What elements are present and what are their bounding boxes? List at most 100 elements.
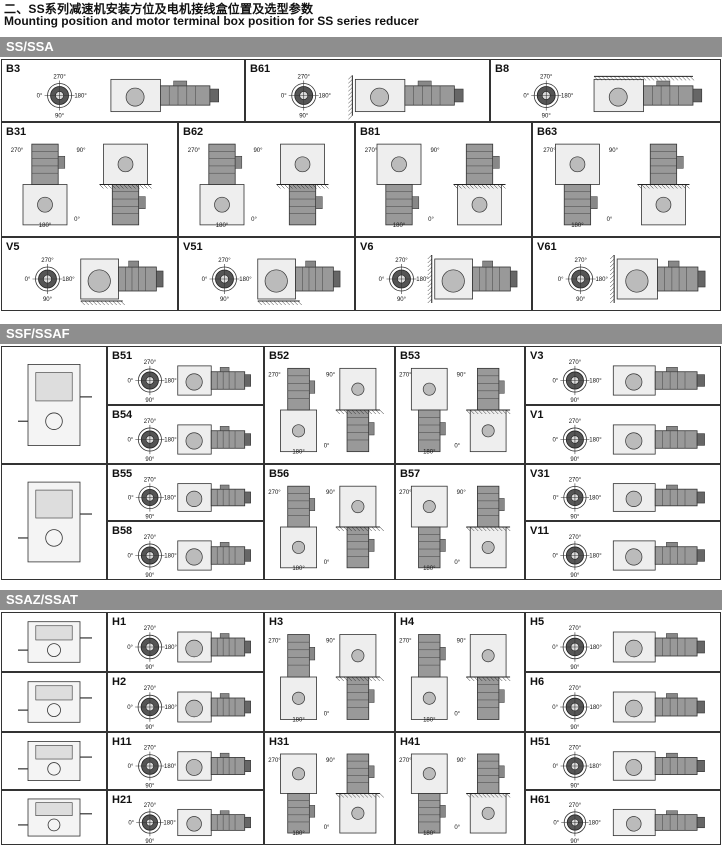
motor-body: [210, 814, 246, 831]
hatch-mark: [348, 87, 353, 92]
housing-top: [35, 489, 73, 519]
terminal-box-angle-labels: 90°270°0°180°: [11, 148, 86, 229]
terminal-box: [368, 538, 375, 552]
ref-drawing-ssaz-4: [1, 790, 107, 845]
motor-body: [346, 409, 370, 453]
degree-label: 180°: [319, 94, 332, 100]
hatch-mark: [135, 184, 140, 189]
degree-label: 270°: [268, 758, 281, 764]
motor-fan-cover: [209, 88, 219, 103]
cell-label: V3: [530, 350, 544, 362]
cell-label: B61: [250, 63, 271, 75]
gear-flange: [625, 548, 643, 566]
terminal-box-angle-labels: 90°270°0°180°: [268, 758, 335, 837]
motor-fan-cover: [244, 759, 251, 772]
gear-flange: [185, 699, 203, 718]
gear-flange: [185, 639, 203, 658]
degree-label: 180°: [589, 554, 602, 560]
terminal-box: [305, 260, 316, 268]
cell-drawing: 90°270°0°180°: [399, 485, 511, 572]
degree-label: 270°: [144, 419, 157, 425]
motor-fan-cover: [696, 759, 705, 772]
motor-body: [295, 266, 334, 292]
terminal-box: [219, 484, 230, 490]
hatch-mark: [609, 282, 615, 288]
degree-label: 180°: [561, 94, 574, 100]
degree-label: 270°: [574, 258, 587, 264]
cell-drawing: 270°0°180°90°: [379, 254, 518, 304]
reducer-drawing: [612, 631, 705, 663]
degree-label: 180°: [589, 764, 602, 770]
degree-label: 90°: [430, 148, 440, 154]
motor-fan-cover: [244, 491, 251, 504]
gear-flange: [292, 540, 306, 554]
degree-label: 90°: [457, 372, 467, 378]
motor-fan-cover: [696, 491, 705, 504]
reducer-drawing: [616, 258, 706, 300]
terminal-box: [417, 80, 432, 87]
degree-label: 90°: [542, 114, 552, 120]
degree-label: 90°: [570, 573, 580, 579]
hatch-mark: [343, 409, 348, 415]
degree-label: 270°: [399, 490, 412, 496]
motor-body: [465, 143, 494, 185]
hatch-mark: [347, 793, 352, 798]
hatch-mark: [457, 184, 462, 189]
degree-label: 90°: [253, 148, 263, 154]
gear-flange: [481, 806, 495, 820]
gear-flange: [125, 87, 145, 107]
reducer-drawing: [177, 365, 251, 396]
mounting-surface: [335, 793, 384, 798]
motor-fan-cover: [697, 270, 706, 288]
motor-body: [477, 676, 500, 720]
hatch-mark: [490, 409, 495, 415]
degree-label: 270°: [569, 803, 582, 809]
hatch-mark: [88, 300, 93, 306]
motor-body: [346, 526, 370, 569]
hatch-mark: [112, 300, 117, 306]
reducer-drawing: [612, 540, 705, 571]
degree-label: 270°: [188, 148, 201, 154]
reducer-drawing: [177, 631, 251, 663]
cell-drawing: 270°0°180°90°: [552, 686, 705, 731]
hatch-mark: [427, 290, 432, 296]
degree-label: 90°: [326, 490, 336, 496]
reducer-vertical-drawing: [410, 367, 448, 453]
cell-label: V31: [530, 468, 550, 480]
cell-label: V61: [537, 241, 557, 253]
degree-label: 90°: [55, 114, 65, 120]
degree-label: 90°: [76, 148, 86, 154]
motor-body: [418, 634, 441, 678]
hatch-mark: [497, 184, 502, 189]
hatch-mark: [629, 76, 635, 81]
motor-fan-cover: [692, 88, 703, 103]
reducer-drawing: [612, 424, 705, 455]
degree-label: 0°: [523, 94, 529, 100]
terminal-box-dial: 270°0°180°90°: [553, 803, 601, 844]
hatch-mark: [653, 76, 659, 81]
degree-label: 90°: [457, 639, 467, 645]
reducer-vertical-drawing: [469, 485, 507, 569]
degree-label: 0°: [127, 705, 133, 711]
degree-label: 270°: [11, 148, 24, 154]
hatch-mark: [355, 793, 360, 798]
degree-label: 0°: [251, 217, 257, 223]
motor-fan-cover: [156, 270, 164, 288]
hatch-mark: [609, 254, 615, 260]
mounting-surface: [257, 300, 302, 306]
cell-label: H5: [530, 616, 545, 628]
hatch-mark: [300, 184, 305, 189]
reducer-vertical-drawing: [410, 634, 448, 720]
hatch-mark: [506, 676, 511, 682]
motor-fan-cover: [696, 700, 705, 714]
cell-drawing: 270°0°180°90°: [553, 746, 705, 789]
cell-drawing: [18, 481, 92, 563]
terminal-box: [656, 80, 671, 87]
degree-label: 270°: [53, 75, 66, 81]
ref-drawing-ssaz-2: [1, 672, 107, 732]
hatch-mark: [502, 409, 507, 415]
